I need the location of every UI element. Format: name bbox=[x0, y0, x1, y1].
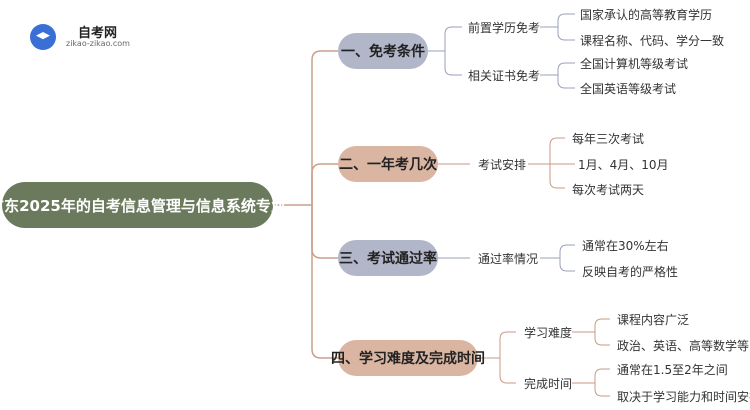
leaf-strictness[interactable]: 反映自考的严格性 bbox=[582, 265, 679, 279]
node-prior-education[interactable]: 前置学历免考 bbox=[468, 21, 541, 35]
logo-url: zikao-zikao.com bbox=[66, 39, 130, 48]
connector-root-sec4 bbox=[311, 205, 338, 359]
node-study-difficulty[interactable]: 学习难度 bbox=[524, 326, 573, 340]
leaf-three-times[interactable]: 每年三次考试 bbox=[572, 132, 645, 146]
node-completion-time[interactable]: 完成时间 bbox=[524, 377, 573, 391]
leaf-months[interactable]: 1月、4月、10月 bbox=[578, 158, 669, 172]
node-exam-schedule[interactable]: 考试安排 bbox=[478, 158, 527, 172]
node-certificate[interactable]: 相关证书免考 bbox=[468, 69, 541, 83]
connector-sec1-child2-items bbox=[540, 62, 575, 89]
connector-root-sec2 bbox=[311, 163, 338, 205]
leaf-computer-exam[interactable]: 全国计算机等级考试 bbox=[580, 57, 689, 71]
connector-sec4-child2-items bbox=[572, 368, 610, 397]
section-difficulty-duration[interactable]: 四、学习难度及完成时间 bbox=[331, 340, 485, 376]
connector-root-sec3 bbox=[311, 205, 338, 259]
leaf-thirty-percent[interactable]: 通常在30%左右 bbox=[582, 239, 669, 253]
leaf-recognized-degree[interactable]: 国家承认的高等教育学历 bbox=[580, 8, 713, 22]
connector-sec1-child1 bbox=[444, 26, 462, 51]
connector-sec2-items bbox=[528, 137, 575, 189]
leaf-depends[interactable]: 取决于学习能力和时间安排 bbox=[617, 390, 750, 404]
section-exemption[interactable]: 一、免考条件 bbox=[338, 33, 428, 69]
node-pass-rate[interactable]: 通过率情况 bbox=[478, 252, 539, 266]
connector-sec3-items bbox=[540, 244, 575, 272]
leaf-subjects[interactable]: 政治、英语、高等数学等 bbox=[617, 339, 750, 353]
graduation-cap-icon bbox=[30, 24, 56, 50]
connector-sec1-child2 bbox=[444, 51, 462, 76]
mindmap-root[interactable]: 广东2025年的自考信息管理与信息系统专业 bbox=[0, 182, 286, 228]
connector-sec1-child1-items bbox=[540, 13, 575, 41]
logo-title: 自考网 bbox=[78, 26, 118, 41]
connector-sec4-child1 bbox=[499, 331, 516, 358]
connector-sec4-child2 bbox=[499, 358, 516, 384]
leaf-duration[interactable]: 通常在1.5至2年之间 bbox=[617, 363, 728, 377]
connector-root-sec1 bbox=[311, 50, 338, 205]
site-logo[interactable]: 自考网 zikao-zikao.com bbox=[30, 20, 140, 52]
leaf-course-match[interactable]: 课程名称、代码、学分一致 bbox=[580, 34, 725, 48]
section-exam-frequency[interactable]: 二、一年考几次 bbox=[338, 146, 438, 182]
connector-sec4-child1-items bbox=[572, 318, 610, 346]
leaf-english-exam[interactable]: 全国英语等级考试 bbox=[580, 82, 677, 96]
section-pass-rate[interactable]: 三、考试通过率 bbox=[338, 240, 438, 276]
leaf-two-days[interactable]: 每次考试两天 bbox=[572, 183, 645, 197]
leaf-broad-content[interactable]: 课程内容广泛 bbox=[617, 313, 690, 327]
